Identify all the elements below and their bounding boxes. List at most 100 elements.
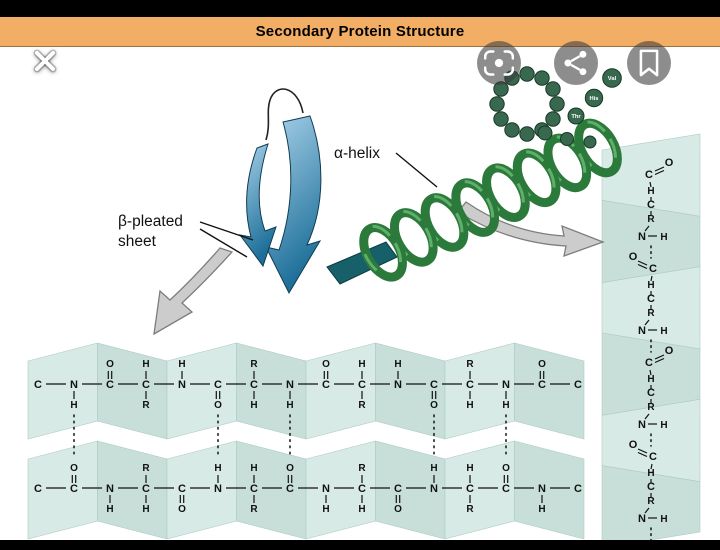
atom-label: N — [286, 379, 294, 391]
beta-strand-arrow-large — [265, 115, 322, 295]
atom-label: N — [430, 483, 438, 495]
atom-label: O — [70, 463, 78, 474]
atom-label: R — [358, 463, 366, 474]
residue-label: Thr — [571, 114, 581, 120]
beta-sheet-pointer-line-2 — [199, 228, 248, 258]
atom-label: C — [70, 483, 78, 495]
atom-label: H — [178, 359, 185, 370]
page-title: Secondary Protein Structure — [255, 23, 465, 40]
top-letterbox — [0, 0, 720, 17]
atom-label: C — [178, 483, 186, 495]
atom-label: H — [250, 400, 257, 411]
atom-label: H — [214, 463, 221, 474]
atom-label: C — [538, 379, 546, 391]
atom-label: C — [649, 451, 657, 463]
bottom-letterbox — [0, 540, 720, 550]
atom-label: C — [647, 481, 655, 493]
atom-label: N — [638, 325, 646, 337]
residue-label: Val — [608, 76, 617, 82]
atom-label: H — [70, 400, 77, 411]
residue-bead — [602, 68, 622, 88]
atom-label: C — [106, 379, 114, 391]
atom-label: H — [466, 400, 473, 411]
atom-label: C — [502, 483, 510, 495]
atom-label: O — [394, 504, 402, 515]
atom-label: H — [660, 420, 667, 431]
atom-label: N — [106, 483, 114, 495]
atom-label: H — [358, 504, 365, 515]
atom-label: O — [665, 157, 674, 169]
atom-label: C — [358, 379, 366, 391]
close-button[interactable] — [26, 42, 64, 80]
atom-label: C — [430, 379, 438, 391]
atom-label: C — [250, 483, 258, 495]
atom-label: N — [538, 483, 546, 495]
atom-label: C — [574, 379, 582, 391]
beta-sheet-label-line1: β-pleated — [118, 213, 183, 230]
atom-label: C — [647, 293, 655, 305]
residue-bead — [567, 107, 585, 125]
atom-label: H — [660, 514, 667, 525]
atom-label: C — [647, 387, 655, 399]
atom-label: R — [647, 214, 655, 225]
share-icon — [564, 50, 587, 76]
atom-label: O — [538, 359, 546, 370]
beta-strand-arrow-small — [238, 143, 277, 268]
atom-label: C — [142, 483, 150, 495]
atom-label: R — [250, 504, 258, 515]
app-header: Secondary Protein Structure — [0, 17, 720, 47]
atom-label: C — [647, 199, 655, 211]
atom-label: O — [430, 400, 438, 411]
atom-label: H — [250, 463, 257, 474]
lens-icon — [484, 50, 514, 76]
atom-label: H — [538, 504, 545, 515]
atom-label: H — [106, 504, 113, 515]
beta-sheet-label-line2: sheet — [118, 233, 157, 250]
atom-label: N — [502, 379, 510, 391]
atom-label: C — [645, 357, 653, 369]
close-icon — [33, 49, 57, 73]
beta-sheet-pointer-line-1 — [199, 221, 254, 241]
bookmark-button[interactable] — [627, 41, 671, 85]
atom-label: R — [142, 463, 150, 474]
atom-label: R — [142, 400, 150, 411]
atom-label: H — [647, 468, 654, 479]
atom-label: N — [322, 483, 330, 495]
bookmark-icon — [639, 49, 659, 77]
lens-button[interactable] — [477, 41, 521, 85]
atom-label: C — [34, 379, 42, 391]
share-button[interactable] — [554, 41, 598, 85]
atom-label: R — [250, 359, 258, 370]
atom-label: O — [665, 345, 674, 357]
alpha-helix-pointer-line — [395, 152, 438, 188]
atom-label: H — [647, 186, 654, 197]
atom-label: N — [394, 379, 402, 391]
atom-label: R — [647, 308, 655, 319]
atom-label: C — [286, 483, 294, 495]
atom-label: R — [647, 496, 655, 507]
residue-label: His — [589, 96, 598, 102]
atom-label: H — [322, 504, 329, 515]
atom-label: O — [106, 359, 114, 370]
alpha-helix-ribbon — [359, 118, 622, 282]
atom-label: N — [638, 231, 646, 243]
atom-label: C — [322, 379, 330, 391]
atom-label: R — [647, 402, 655, 413]
atom-label: O — [214, 400, 222, 411]
atom-label: N — [214, 483, 222, 495]
alpha-helix-label: α-helix — [334, 145, 380, 162]
atom-label: H — [647, 374, 654, 385]
atom-label: O — [286, 463, 294, 474]
atom-label: H — [286, 400, 293, 411]
atom-label: C — [466, 379, 474, 391]
atom-label: O — [629, 251, 638, 263]
atom-label: H — [660, 232, 667, 243]
atom-label: R — [466, 504, 474, 515]
atom-label: H — [142, 504, 149, 515]
atom-label: N — [178, 379, 186, 391]
atom-label: O — [502, 463, 510, 474]
